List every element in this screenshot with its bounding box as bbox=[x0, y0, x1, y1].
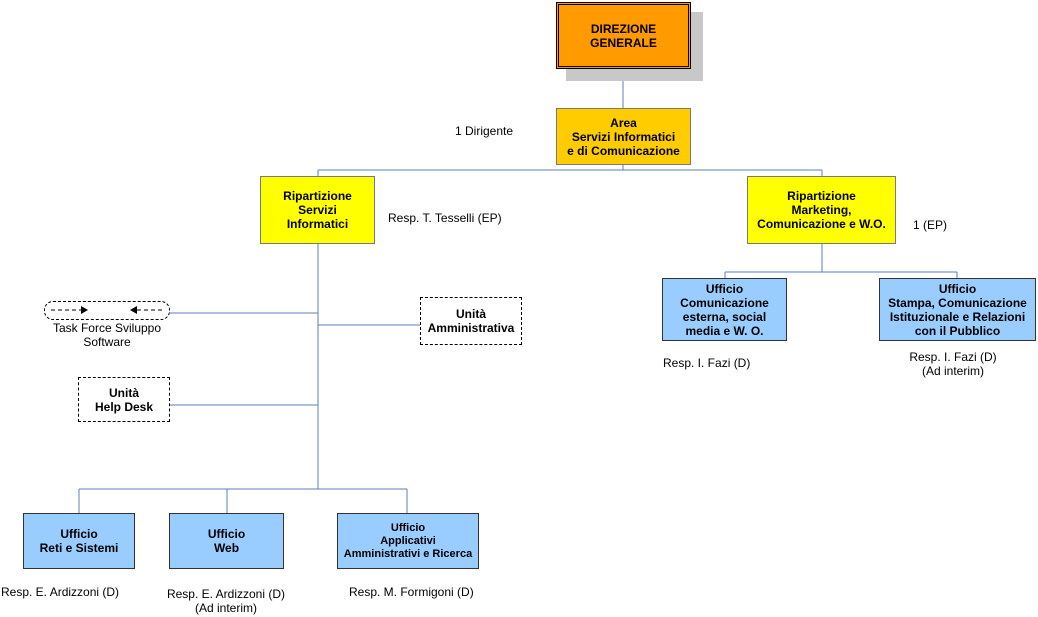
node-line: Ufficio bbox=[207, 527, 246, 541]
node-line: Reti e Sistemi bbox=[39, 541, 119, 555]
node-line: GENERALE bbox=[590, 35, 657, 50]
node-line: Unità bbox=[109, 385, 139, 400]
node-unita-helpdesk[interactable]: Unità Help Desk bbox=[78, 377, 170, 422]
node-line: esterna, social bbox=[682, 309, 767, 324]
rip-marketing-staff-label: 1 (EP) bbox=[913, 218, 948, 232]
node-line: Informatici bbox=[286, 217, 349, 231]
node-ufficio-reti[interactable]: Ufficio Reti e Sistemi bbox=[23, 513, 135, 569]
label-line: (Ad interim) bbox=[194, 601, 257, 615]
node-area-servizi[interactable]: Area Servizi Informatici e di Comunicazi… bbox=[556, 108, 691, 165]
node-line: Ufficio bbox=[390, 521, 426, 534]
label-line: Software bbox=[83, 335, 131, 349]
label-line: Task Force Sviluppo bbox=[52, 321, 162, 335]
node-line: Area bbox=[610, 115, 637, 130]
label-line: Resp. I. Fazi (D) bbox=[909, 350, 997, 364]
node-line: media e W. O. bbox=[685, 323, 764, 338]
node-line: Comunicazione bbox=[680, 295, 769, 310]
node-line: e di Comunicazione bbox=[567, 143, 680, 158]
applicativi-resp-label: Resp. M. Formigoni (D) bbox=[349, 585, 474, 599]
node-line: Comunicazione e W.O. bbox=[757, 217, 886, 231]
node-line: Marketing, bbox=[791, 203, 852, 217]
stampa-resp-label: Resp. I. Fazi (D) (Ad interim) bbox=[890, 350, 1016, 378]
node-line: con il Pubblico bbox=[914, 323, 1001, 338]
node-line: Applicativi bbox=[380, 534, 436, 547]
node-line: Amministrativa bbox=[427, 321, 515, 335]
node-line: Unità bbox=[456, 307, 486, 321]
task-force-shape[interactable] bbox=[44, 301, 170, 320]
node-ripartizione-servizi[interactable]: Ripartizione Servizi Informatici bbox=[260, 176, 375, 244]
node-line: Amministrativi e Ricerca bbox=[343, 547, 473, 560]
node-line: Web bbox=[213, 541, 240, 555]
node-line: Ripartizione bbox=[283, 189, 352, 203]
label-line: (Ad interim) bbox=[921, 364, 984, 378]
node-ufficio-applicativi[interactable]: Ufficio Applicativi Amministrativi e Ric… bbox=[337, 513, 479, 569]
node-line: Ufficio bbox=[938, 281, 977, 296]
node-ufficio-comunicazione[interactable]: Ufficio Comunicazione esterna, social me… bbox=[662, 278, 787, 341]
label-line: Resp. E. Ardizzoni (D) bbox=[166, 587, 286, 601]
web-resp-label: Resp. E. Ardizzoni (D) (Ad interim) bbox=[158, 587, 294, 615]
node-ufficio-web[interactable]: Ufficio Web bbox=[169, 513, 284, 569]
area-staff-label: 1 Dirigente bbox=[455, 124, 514, 138]
node-line: Ripartizione bbox=[787, 189, 856, 203]
node-line: Stampa, Comunicazione bbox=[888, 295, 1027, 310]
node-line: Servizi bbox=[298, 203, 337, 217]
node-line: Istituzionale e Relazioni bbox=[889, 309, 1026, 324]
node-ufficio-stampa[interactable]: Ufficio Stampa, Comunicazione Istituzion… bbox=[879, 278, 1036, 341]
node-line: Servizi Informatici bbox=[571, 129, 676, 144]
node-unita-amministrativa[interactable]: Unità Amministrativa bbox=[420, 297, 522, 345]
node-line: Ufficio bbox=[60, 527, 98, 541]
reti-resp-label: Resp. E. Ardizzoni (D) bbox=[1, 585, 120, 599]
comunicazione-resp-label: Resp. I. Fazi (D) bbox=[663, 356, 751, 370]
task-force-label: Task Force Sviluppo Software bbox=[46, 321, 168, 349]
node-line: Help Desk bbox=[94, 399, 154, 414]
arrows-icon bbox=[51, 306, 163, 314]
rip-servizi-resp-label: Resp. T. Tesselli (EP) bbox=[388, 211, 502, 225]
node-line: DIREZIONE bbox=[590, 21, 657, 36]
node-ripartizione-marketing[interactable]: Ripartizione Marketing, Comunicazione e … bbox=[747, 176, 896, 244]
node-direzione-generale[interactable]: DIREZIONE GENERALE bbox=[556, 2, 691, 69]
node-line: Ufficio bbox=[705, 281, 744, 296]
